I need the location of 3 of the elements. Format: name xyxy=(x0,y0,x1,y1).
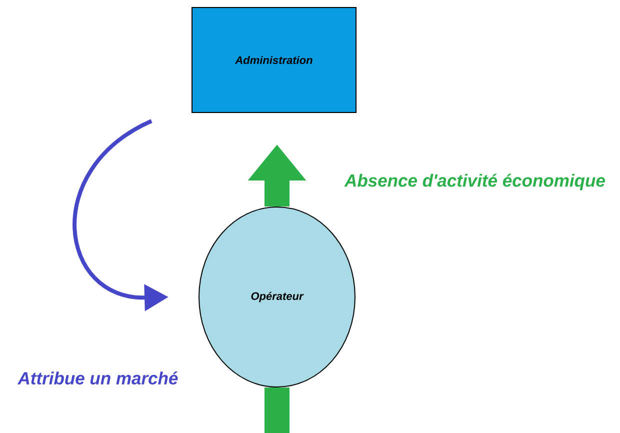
admin-box: Administration xyxy=(192,7,356,113)
edge-label: Absence d'activité économique xyxy=(344,174,605,190)
edge-label: Attribue un marché xyxy=(17,372,178,384)
